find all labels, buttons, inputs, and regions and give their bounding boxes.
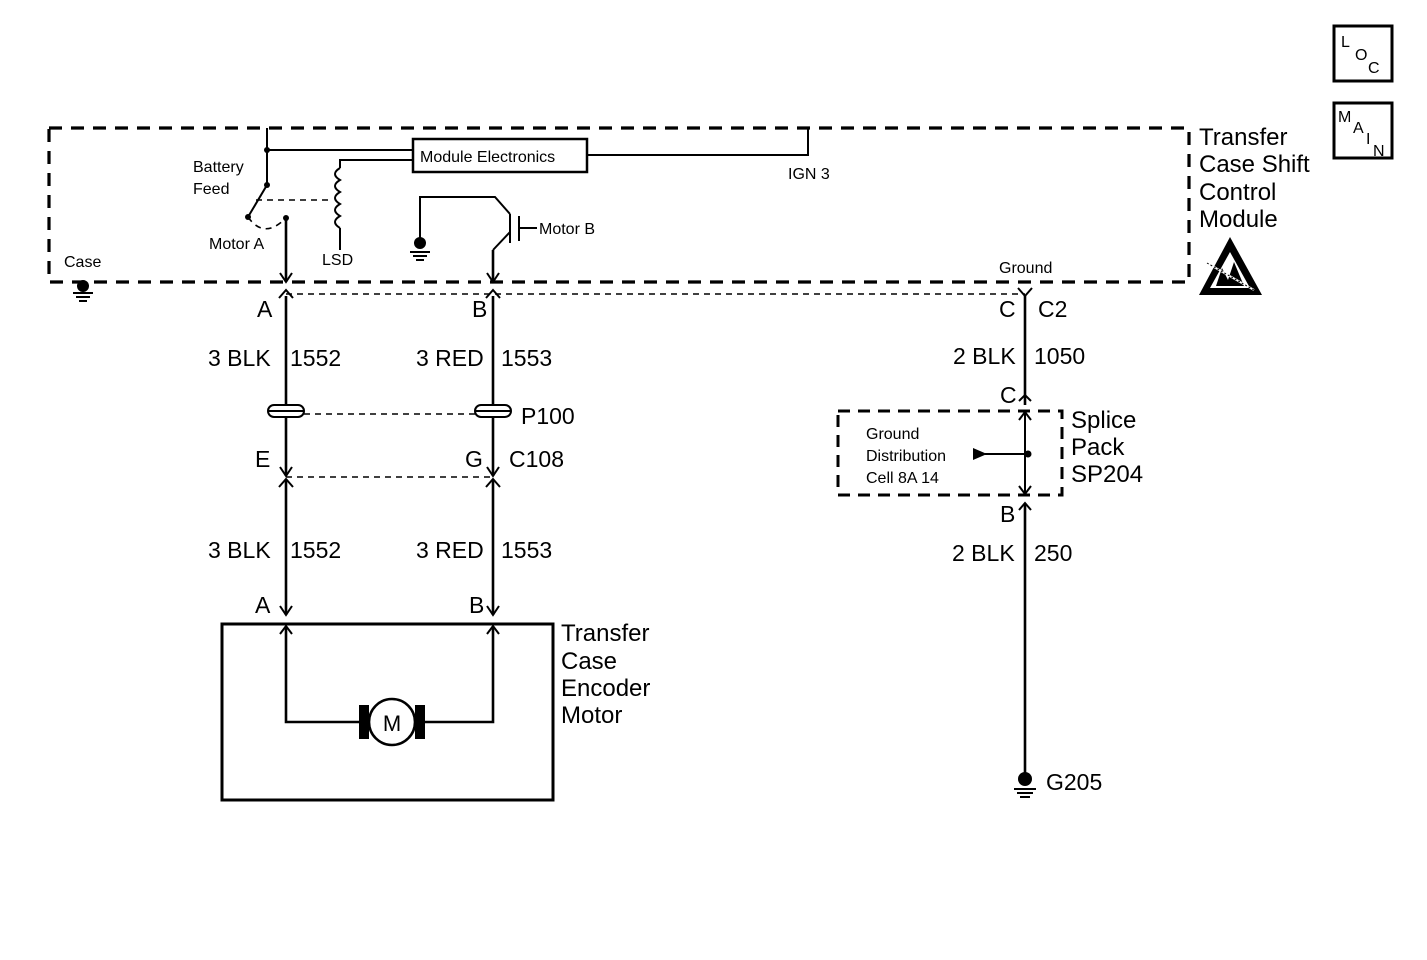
p100-label: P100 xyxy=(521,403,575,429)
svg-text:Transfer: Transfer xyxy=(1199,124,1287,151)
coil-feed xyxy=(339,159,413,168)
internal-ground-icon xyxy=(410,237,430,261)
splice-pack-title: Splice Pack SP204 xyxy=(1071,407,1143,488)
motor-symbol: M xyxy=(383,711,401,736)
splice-pin-b: B xyxy=(1000,501,1015,527)
svg-text:Ground: Ground xyxy=(866,426,919,443)
splice-pack-outline xyxy=(836,409,1064,497)
svg-text:Distribution: Distribution xyxy=(866,448,946,465)
module-electronics-label: Module Electronics xyxy=(420,149,555,166)
main-letter-i: I xyxy=(1366,131,1370,148)
motor-b-label: Motor B xyxy=(539,221,595,238)
connector-c108-label: C108 xyxy=(509,446,564,472)
svg-text:Case Shift: Case Shift xyxy=(1199,151,1310,178)
splice-pin-c: C xyxy=(1000,382,1017,408)
pin-e: E xyxy=(255,446,270,472)
ign-feed-line xyxy=(587,128,809,156)
ground-label: Ground xyxy=(999,260,1052,277)
wire-1552-lower-size: 3 BLK xyxy=(208,537,271,563)
wire-1553-upper-circuit: 1553 xyxy=(501,345,552,371)
svg-text:Splice: Splice xyxy=(1071,407,1136,434)
svg-text:Motor: Motor xyxy=(561,702,622,729)
encoder-motor-box xyxy=(220,622,555,802)
connector-pin-icon xyxy=(1017,287,1033,298)
relay-linkage xyxy=(247,216,287,230)
svg-text:SP204: SP204 xyxy=(1071,461,1143,488)
svg-text:Control: Control xyxy=(1199,179,1276,206)
pin-g: G xyxy=(465,446,483,472)
arrow-up-icon xyxy=(1018,410,1032,421)
g205-label: G205 xyxy=(1046,769,1102,795)
connector-pin-icon xyxy=(279,466,293,478)
motor-terminal-b-lead xyxy=(424,626,495,724)
ign-3-label: IGN 3 xyxy=(788,166,830,183)
pin-a-top: A xyxy=(257,296,273,322)
transistor-emitter xyxy=(492,231,511,251)
encoder-motor-title: Transfer Case Encoder Motor xyxy=(561,620,650,729)
loc-button[interactable]: L O C xyxy=(1332,24,1394,83)
module-title: Transfer Case Shift Control Module xyxy=(1199,124,1310,233)
g205-ground-icon xyxy=(1014,772,1036,798)
wire-1553-lower-size: 3 RED xyxy=(416,537,484,563)
main-letter-m: M xyxy=(1338,109,1351,126)
connector-pin-icon xyxy=(278,288,294,299)
coil-icon xyxy=(334,167,342,229)
connector-pin-icon xyxy=(279,605,293,617)
svg-text:Transfer: Transfer xyxy=(561,620,649,647)
wire-1050-circuit: 1050 xyxy=(1034,343,1085,369)
junction-dot xyxy=(264,147,270,153)
wire-1552-upper-circuit: 1552 xyxy=(290,345,341,371)
main-letter-n: N xyxy=(1373,143,1385,160)
main-button[interactable]: M A I N xyxy=(1332,101,1394,160)
arrow-up-icon xyxy=(486,624,500,635)
svg-text:Feed: Feed xyxy=(193,181,229,198)
connector-pin-icon xyxy=(486,605,500,617)
wire-1553-upper-size: 3 RED xyxy=(416,345,484,371)
wire-250-size: 2 BLK xyxy=(952,540,1015,566)
pin-a-bottom: A xyxy=(255,592,271,618)
wire-250-circuit: 250 xyxy=(1034,540,1072,566)
pin-c-top: C xyxy=(999,296,1016,322)
lsd-label: LSD xyxy=(322,252,353,269)
motor-icon: M xyxy=(359,697,425,747)
arrow-up-icon xyxy=(279,624,293,635)
loc-letter-c: C xyxy=(1368,60,1380,77)
case-label: Case xyxy=(64,254,101,271)
ground-distribution-label: Ground Distribution Cell 8A 14 xyxy=(866,426,946,487)
arrow-down-icon xyxy=(279,272,293,284)
arrow-down-icon xyxy=(486,272,500,284)
relay-switch-arm xyxy=(247,184,268,218)
module-outline xyxy=(47,126,1191,284)
connector-pin-icon xyxy=(486,466,500,478)
svg-text:Encoder: Encoder xyxy=(561,675,650,702)
connector-pin-icon xyxy=(1018,393,1032,402)
pin-b-bottom: B xyxy=(469,592,484,618)
motor-terminal-a-lead xyxy=(284,626,360,724)
connector-c2-label: C2 xyxy=(1038,296,1067,322)
svg-text:Battery: Battery xyxy=(193,159,244,176)
wire-1552-upper-size: 3 BLK xyxy=(208,345,271,371)
case-ground-icon xyxy=(73,280,93,302)
wire-1552-lower-circuit: 1552 xyxy=(290,537,341,563)
loc-letter-l: L xyxy=(1341,34,1350,51)
tap-arrow-icon xyxy=(973,448,987,460)
module-electronics-box xyxy=(411,137,589,174)
main-letter-a: A xyxy=(1353,120,1364,137)
transistor-ground-lead xyxy=(419,196,511,240)
svg-text:Pack: Pack xyxy=(1071,434,1125,461)
svg-text:Cell 8A 14: Cell 8A 14 xyxy=(866,470,939,487)
esd-warning-icon xyxy=(1199,237,1262,295)
battery-feed-label: Battery Feed xyxy=(193,159,244,198)
p100-grommet-icon xyxy=(267,404,512,418)
svg-text:Module: Module xyxy=(1199,206,1278,233)
arrow-down-icon xyxy=(1018,485,1032,496)
connector-pin-icon xyxy=(485,288,501,299)
motor-a-label: Motor A xyxy=(209,236,264,253)
wire-1050-size: 2 BLK xyxy=(953,343,1016,369)
svg-text:Case: Case xyxy=(561,648,617,675)
wire-1553-lower-circuit: 1553 xyxy=(501,537,552,563)
loc-letter-o: O xyxy=(1355,47,1367,64)
pin-b-top: B xyxy=(472,296,487,322)
